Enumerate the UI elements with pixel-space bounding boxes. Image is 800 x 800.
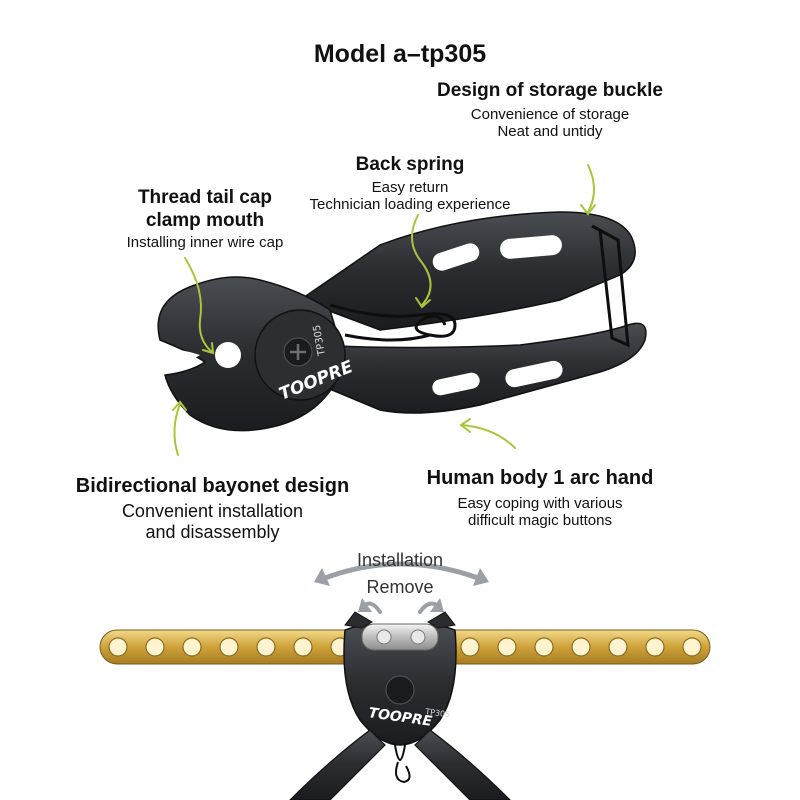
back-spring-line2: Technician loading experience xyxy=(309,196,511,213)
thread-tail-title-line2: clamp mouth xyxy=(145,210,265,231)
callout-arrows xyxy=(172,164,596,456)
bayonet-line2: and disassembly xyxy=(145,522,280,542)
chain-roller xyxy=(256,637,276,657)
remove-arrow-left-head xyxy=(358,598,372,612)
back-spring-callout: Back spring Easy return Technician loadi… xyxy=(280,154,540,213)
bayonet-line1: Convenient installation xyxy=(121,501,304,521)
arrow-thread-tail-head xyxy=(202,342,215,355)
jaw-tip-right xyxy=(427,611,456,629)
chain-roller xyxy=(460,637,480,657)
thread-tail-callout: Thread tail cap clamp mouth Installing i… xyxy=(95,186,315,251)
lower-slot-1 xyxy=(432,372,480,396)
direction-arrows: Installation Remove xyxy=(314,550,489,614)
arc-hand-callout: Human body 1 arc hand Easy coping with v… xyxy=(405,467,675,529)
storage-buckle-line2: Neat and untidy xyxy=(497,123,603,140)
arc-hand-line1: Easy coping with various xyxy=(457,495,623,512)
arrow-arc-hand xyxy=(461,424,516,449)
upper-slot-2 xyxy=(432,243,480,271)
storage-buckle-line1: Convenience of storage xyxy=(470,106,630,123)
diagram-spring xyxy=(394,744,411,784)
chain-roller xyxy=(608,637,628,657)
arrow-thread-tail xyxy=(184,257,213,353)
arrow-back-spring xyxy=(411,214,432,306)
pivot-screw-icon xyxy=(290,344,306,360)
chain-roller xyxy=(534,637,554,657)
chain-roller xyxy=(108,637,128,657)
installation-arrow-right-head xyxy=(473,568,489,586)
model-mark-diagram: TP305 xyxy=(424,707,451,720)
arc-hand-line2: difficult magic buttons xyxy=(468,512,612,529)
quick-link-pin-right xyxy=(410,629,426,645)
jaw-hole xyxy=(215,342,241,368)
installation-arrow xyxy=(322,561,481,581)
jaw-notch xyxy=(150,349,200,368)
diagram-pivot-bolt xyxy=(385,675,415,705)
chain-rollers xyxy=(108,637,702,657)
arrow-bayonet xyxy=(173,403,181,456)
lower-slot-2 xyxy=(505,360,563,388)
plier-main: TOOPRE TP305 xyxy=(150,211,647,432)
chain-roller xyxy=(182,637,202,657)
arrow-storage-buckle-head xyxy=(580,204,596,216)
upper-handle xyxy=(298,211,636,331)
bayonet-callout: Bidirectional bayonet design Convenient … xyxy=(60,475,365,543)
chain-diagram: TOOPRE TP305 xyxy=(99,611,711,800)
chain-roller xyxy=(497,637,517,657)
chain-roller xyxy=(571,637,591,657)
back-spring-line1: Easy return xyxy=(371,179,449,196)
lower-handle xyxy=(319,322,647,414)
installation-label: Installation xyxy=(357,550,443,570)
storage-buckle-callout: Design of storage buckle Convenience of … xyxy=(400,80,700,140)
storage-buckle-title: Design of storage buckle xyxy=(437,80,663,101)
back-spring-title: Back spring xyxy=(355,154,465,175)
back-spring xyxy=(329,303,457,342)
arc-hand-title: Human body 1 arc hand xyxy=(426,467,654,489)
remove-label: Remove xyxy=(366,577,433,597)
model-title: Model a–tp305 xyxy=(313,40,487,68)
chain-roller xyxy=(682,637,702,657)
remove-arrow-right-head xyxy=(430,598,444,612)
arrow-storage-buckle xyxy=(587,164,595,213)
jaw-tip-left xyxy=(344,611,373,629)
chain-roller xyxy=(293,637,313,657)
arrow-arc-hand-head xyxy=(459,418,471,433)
bayonet-title: Bidirectional bayonet design xyxy=(75,475,350,497)
arrow-back-spring-head xyxy=(415,297,431,309)
chain-roller xyxy=(645,637,665,657)
thread-tail-title-line1: Thread tail cap xyxy=(137,187,273,208)
thread-tail-line1: Installing inner wire cap xyxy=(126,234,284,251)
storage-buckle-wire xyxy=(591,224,630,348)
chain-roller xyxy=(145,637,165,657)
quick-link-pin-left xyxy=(376,629,392,645)
quick-link xyxy=(361,623,439,651)
chain-roller xyxy=(219,637,239,657)
upper-slot-1 xyxy=(500,235,562,259)
diagram-handle-left xyxy=(289,729,386,800)
arrow-bayonet-head xyxy=(172,400,187,411)
installation-arrow-left-head xyxy=(314,568,330,586)
diagram-handle-right xyxy=(414,729,511,800)
